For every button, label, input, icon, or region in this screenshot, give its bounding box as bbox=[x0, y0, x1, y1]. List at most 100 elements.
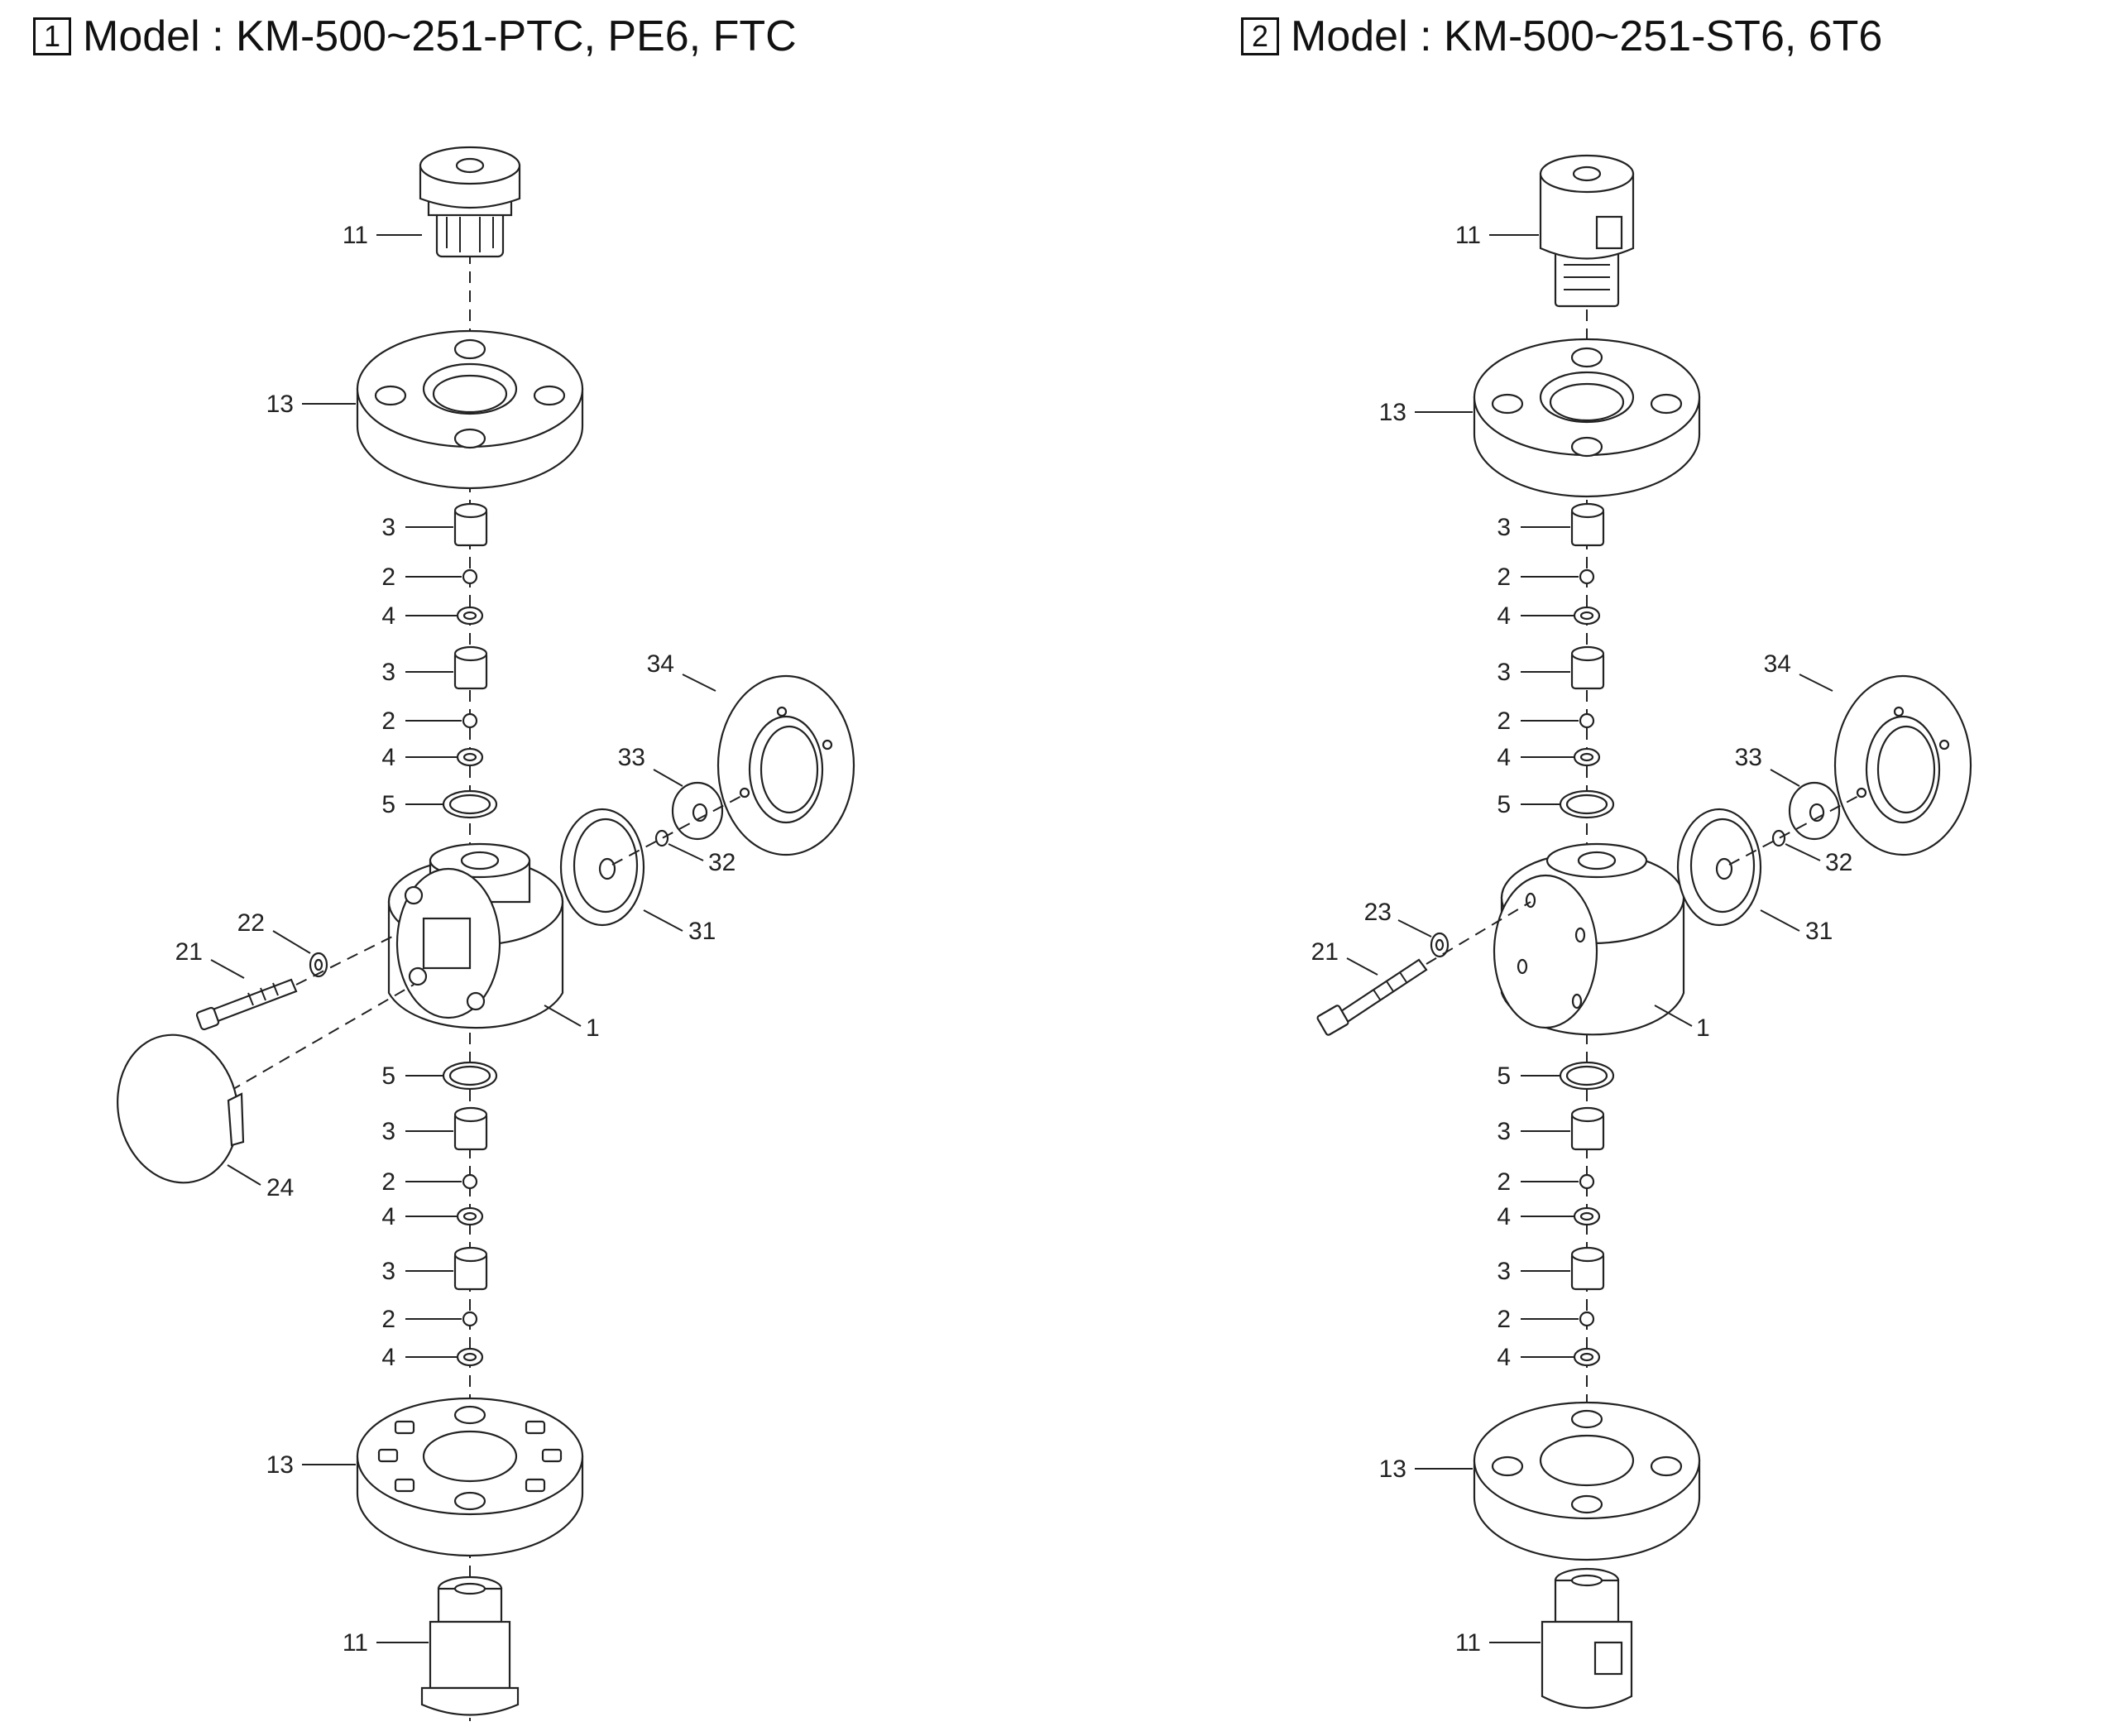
left-oring-bottom bbox=[442, 1061, 498, 1091]
left-label-bottom-connector: 11 bbox=[343, 1629, 368, 1657]
right-oring-top bbox=[1559, 789, 1615, 819]
left-label-screw: 21 bbox=[175, 938, 203, 966]
right-label-guide-4: 3 bbox=[1497, 1258, 1511, 1285]
left-back-flange bbox=[716, 674, 855, 856]
left-model-title: Model : KM-500~251-PTC, PE6, FTC bbox=[83, 12, 797, 60]
left-label-seat-4: 4 bbox=[381, 1344, 395, 1371]
left-screw bbox=[195, 978, 298, 1031]
right-label-oring-top: 5 bbox=[1497, 791, 1511, 818]
right-screw bbox=[1316, 958, 1428, 1036]
left-guide-4 bbox=[453, 1246, 488, 1291]
left-label-ball-2: 2 bbox=[381, 707, 395, 735]
left-figure-number: 1 bbox=[33, 17, 71, 55]
right-assembly: 11 13 3 2 4 3 2 4 5 1 21 23 31 32 33 34 … bbox=[1311, 154, 1972, 1709]
left-label-seat-3: 4 bbox=[381, 1203, 395, 1230]
left-label-small-washer: 32 bbox=[708, 849, 736, 876]
right-back-flange bbox=[1833, 674, 1972, 856]
left-guide-2 bbox=[453, 645, 488, 690]
left-label-cover: 24 bbox=[266, 1174, 294, 1201]
left-label-seat-2: 4 bbox=[381, 744, 395, 771]
right-label-guide-3: 3 bbox=[1497, 1118, 1511, 1145]
right-label-ball-3: 2 bbox=[1497, 1168, 1511, 1196]
right-bottom-flange bbox=[1473, 1401, 1701, 1561]
right-label-ball-4: 2 bbox=[1497, 1306, 1511, 1333]
left-label-oring-top: 5 bbox=[381, 791, 395, 818]
left-label-washer: 22 bbox=[237, 909, 265, 937]
right-guide-2 bbox=[1570, 645, 1605, 690]
right-ball-4 bbox=[1579, 1311, 1595, 1327]
left-pump-head bbox=[387, 842, 564, 1029]
right-seat-2 bbox=[1573, 747, 1601, 767]
right-label-top-connector: 11 bbox=[1455, 222, 1481, 249]
right-washer bbox=[1430, 932, 1450, 958]
right-small-washer bbox=[1771, 829, 1786, 847]
left-label-ball-4: 2 bbox=[381, 1306, 395, 1333]
right-guide-1 bbox=[1570, 502, 1605, 547]
left-ball-3 bbox=[462, 1173, 478, 1190]
right-label-seat-1: 4 bbox=[1497, 602, 1511, 630]
left-ball-4 bbox=[462, 1311, 478, 1327]
right-label-pump-head: 1 bbox=[1696, 1014, 1710, 1042]
left-ball-1 bbox=[462, 568, 478, 585]
left-diaphragm bbox=[559, 808, 645, 927]
left-oring-top bbox=[442, 789, 498, 819]
left-label-seat-1: 4 bbox=[381, 602, 395, 630]
left-label-back-flange: 34 bbox=[647, 650, 674, 678]
right-top-connector bbox=[1539, 154, 1635, 308]
left-label-guide-4: 3 bbox=[381, 1258, 395, 1285]
right-ball-3 bbox=[1579, 1173, 1595, 1190]
right-diaphragm bbox=[1676, 808, 1762, 927]
right-oring-bottom bbox=[1559, 1061, 1615, 1091]
right-label-top-flange: 13 bbox=[1379, 399, 1406, 426]
left-cover bbox=[117, 1033, 245, 1184]
left-label-guide-1: 3 bbox=[381, 514, 395, 541]
left-guide-1 bbox=[453, 502, 488, 547]
right-top-flange bbox=[1473, 338, 1701, 498]
right-label-seat-3: 4 bbox=[1497, 1203, 1511, 1230]
left-bottom-connector bbox=[420, 1575, 520, 1716]
right-guide-3 bbox=[1570, 1106, 1605, 1151]
right-label-bottom-flange: 13 bbox=[1379, 1455, 1406, 1483]
right-label-seat-4: 4 bbox=[1497, 1344, 1511, 1371]
left-guide-3 bbox=[453, 1106, 488, 1151]
left-ball-2 bbox=[462, 712, 478, 729]
left-seat-2 bbox=[456, 747, 484, 767]
right-guide-4 bbox=[1570, 1246, 1605, 1291]
left-seat-4 bbox=[456, 1347, 484, 1367]
right-label-small-washer: 32 bbox=[1825, 849, 1852, 876]
right-label-diaphragm-disk: 33 bbox=[1735, 744, 1762, 771]
left-label-guide-3: 3 bbox=[381, 1118, 395, 1145]
left-label-ball-1: 2 bbox=[381, 563, 395, 591]
left-label-oring-bottom: 5 bbox=[381, 1062, 395, 1090]
left-label-bottom-flange: 13 bbox=[266, 1451, 294, 1479]
right-label-ball-1: 2 bbox=[1497, 563, 1511, 591]
right-label-ball-2: 2 bbox=[1497, 707, 1511, 735]
left-assembly: 11 13 3 2 4 3 2 4 5 1 21 22 24 31 32 33 … bbox=[117, 146, 855, 1721]
left-label-ball-3: 2 bbox=[381, 1168, 395, 1196]
left-label-diaphragm-disk: 33 bbox=[618, 744, 645, 771]
left-bottom-flange bbox=[356, 1397, 584, 1557]
right-label-washer: 23 bbox=[1364, 899, 1392, 926]
left-top-flange bbox=[356, 329, 584, 490]
left-seat-1 bbox=[456, 606, 484, 626]
left-label-diaphragm: 31 bbox=[688, 918, 716, 945]
right-diaphragm-disk bbox=[1788, 781, 1841, 841]
right-model-title: Model : KM-500~251-ST6, 6T6 bbox=[1291, 12, 1883, 60]
right-ball-1 bbox=[1579, 568, 1595, 585]
right-label-guide-2: 3 bbox=[1497, 659, 1511, 686]
right-label-seat-2: 4 bbox=[1497, 744, 1511, 771]
right-seat-1 bbox=[1573, 606, 1601, 626]
right-ball-2 bbox=[1579, 712, 1595, 729]
left-label-top-connector: 11 bbox=[343, 222, 368, 249]
right-label-screw: 21 bbox=[1311, 938, 1339, 966]
left-label-pump-head: 1 bbox=[586, 1014, 600, 1042]
right-label-back-flange: 34 bbox=[1764, 650, 1791, 678]
right-model-heading: 2 Model : KM-500~251-ST6, 6T6 bbox=[1241, 10, 1882, 63]
right-seat-3 bbox=[1573, 1206, 1601, 1226]
left-top-connector bbox=[419, 146, 521, 258]
right-bottom-connector bbox=[1541, 1567, 1633, 1709]
left-model-heading: 1 Model : KM-500~251-PTC, PE6, FTC bbox=[33, 10, 797, 63]
right-label-guide-1: 3 bbox=[1497, 514, 1511, 541]
left-small-washer bbox=[654, 829, 669, 847]
